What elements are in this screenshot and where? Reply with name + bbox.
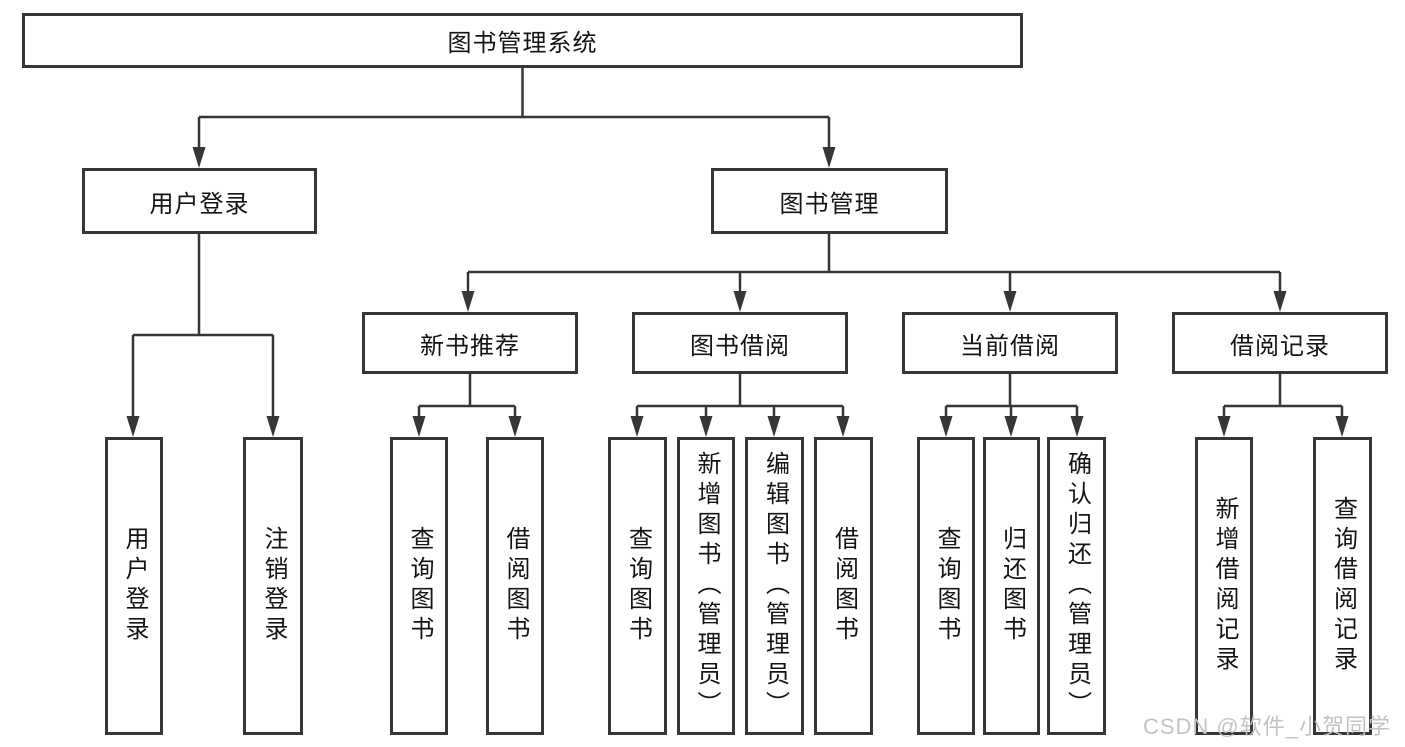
node-root: 图书管理系统	[22, 13, 1023, 68]
leaf-confirm-return-admin: 确认归还（管理员）	[1047, 437, 1106, 735]
leaf-return-book: 归还图书	[983, 437, 1040, 735]
node-root-label: 图书管理系统	[447, 30, 598, 57]
node-borrow-record: 借阅记录	[1172, 312, 1388, 374]
leaf-user-login: 用户登录	[105, 437, 163, 735]
node-current-borrow-label: 当前借阅	[960, 332, 1060, 360]
node-user-login: 用户登录	[82, 168, 317, 234]
node-borrow-record-label: 借阅记录	[1230, 332, 1330, 360]
leaf-query-books-recommend: 查询图书	[390, 437, 448, 735]
node-book-management: 图书管理	[711, 168, 948, 234]
node-current-borrow: 当前借阅	[902, 312, 1118, 374]
node-user-login-label: 用户登录	[149, 190, 250, 218]
node-new-book-recommend: 新书推荐	[362, 312, 578, 374]
arrow-heads	[126, 147, 1349, 437]
node-book-borrow: 图书借阅	[632, 312, 848, 374]
csdn-watermark: CSDN @软件_小贺同学	[1142, 714, 1391, 739]
leaf-edit-book-admin-label: 编辑图书（管理员）	[761, 451, 789, 721]
leaf-logout: 注销登录	[243, 437, 303, 735]
leaf-add-book-admin-label: 新增图书（管理员）	[693, 451, 720, 721]
connector-strokes	[131, 68, 1344, 421]
leaf-logout-label: 注销登录	[260, 526, 287, 646]
leaf-query-books-current: 查询图书	[917, 437, 975, 735]
leaf-query-borrow-record-label: 查询借阅记录	[1329, 496, 1357, 676]
leaf-add-borrow-record-label: 新增借阅记录	[1211, 496, 1238, 676]
leaf-query-borrow-record: 查询借阅记录	[1313, 437, 1372, 735]
leaf-user-login-label: 用户登录	[121, 526, 148, 646]
leaf-add-book-admin: 新增图书（管理员）	[677, 437, 735, 735]
leaf-query-books-borrow: 查询图书	[608, 437, 667, 735]
leaf-query-books-recommend-label: 查询图书	[406, 526, 433, 646]
leaf-borrow-books-recommend: 借阅图书	[486, 437, 544, 735]
leaf-edit-book-admin: 编辑图书（管理员）	[745, 437, 804, 735]
leaf-borrow-books-borrow-label: 借阅图书	[830, 526, 858, 646]
leaf-borrow-books-borrow: 借阅图书	[814, 437, 873, 735]
node-book-borrow-label: 图书借阅	[690, 332, 790, 360]
leaf-query-books-borrow-label: 查询图书	[624, 526, 652, 646]
leaf-query-books-current-label: 查询图书	[933, 526, 960, 646]
leaf-confirm-return-admin-label: 确认归还（管理员）	[1063, 451, 1091, 721]
node-book-management-label: 图书管理	[779, 190, 880, 218]
leaf-borrow-books-recommend-label: 借阅图书	[502, 526, 529, 646]
leaf-return-book-label: 归还图书	[998, 526, 1026, 646]
leaf-add-borrow-record: 新增借阅记录	[1195, 437, 1253, 735]
node-new-book-recommend-label: 新书推荐	[420, 332, 520, 360]
